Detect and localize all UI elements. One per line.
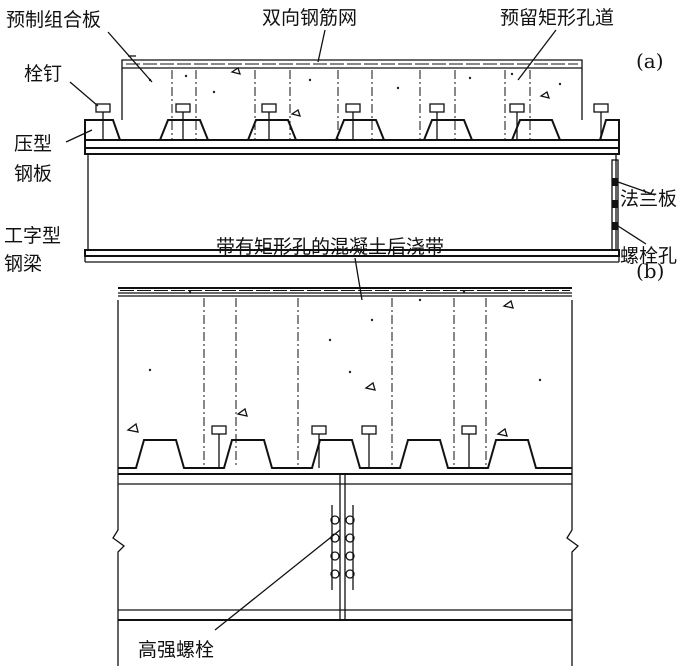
label-beam-line1: 工字型 [4, 225, 61, 247]
label-reserved-hole: 预留矩形孔道 [500, 7, 614, 29]
columns-b [112, 300, 579, 666]
profiled-deck-a [84, 119, 620, 141]
profiled-deck-b [118, 439, 572, 469]
panel-b [112, 257, 579, 666]
post-pour-band [203, 298, 487, 468]
splice-bolts [330, 474, 355, 620]
label-flange-plate: 法兰板 [620, 188, 677, 210]
label-hs-bolt: 高强螺栓 [138, 639, 214, 661]
studs-b [211, 425, 477, 468]
label-rebar-mesh: 双向钢筋网 [262, 7, 357, 29]
label-prefab-panel: 预制组合板 [6, 9, 101, 31]
label-beam-line2: 钢梁 [4, 253, 42, 275]
aggregate-a [148, 66, 562, 117]
studs-a [95, 103, 609, 140]
panel-a-tag: (a) [636, 49, 664, 73]
reserved-holes-a [171, 70, 531, 140]
label-deck-line2: 钢板 [14, 163, 52, 185]
panel-a [65, 29, 656, 263]
leaders-a [65, 29, 656, 245]
label-deck-line1: 压型 [14, 133, 52, 155]
label-bolt-hole: 螺栓孔 [620, 245, 677, 267]
aggregate-b [126, 290, 542, 437]
i-beam-a [84, 139, 620, 263]
panel-b-tag: (b) [636, 259, 664, 283]
label-stud: 栓钉 [24, 63, 62, 85]
flange-plate-a [611, 159, 619, 251]
label-post-pour: 带有矩形孔的混凝土后浇带 [216, 236, 444, 258]
precast-slab-a [121, 59, 583, 120]
